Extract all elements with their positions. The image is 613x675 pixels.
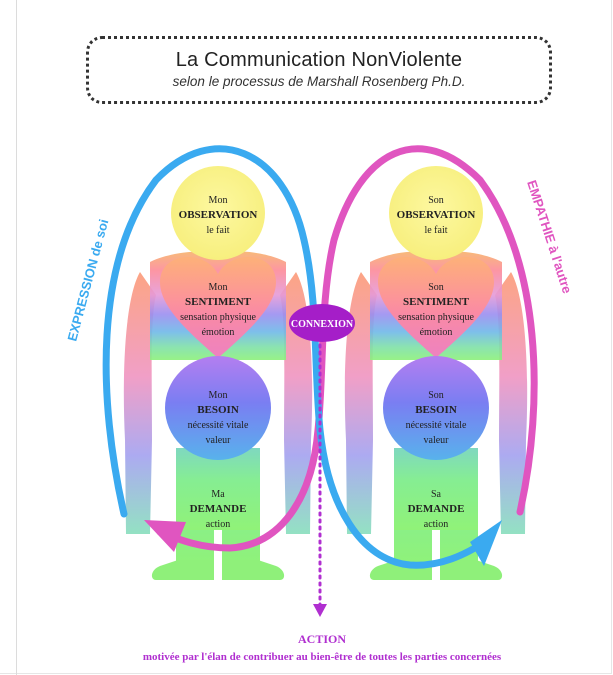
right-demande-prefix: Sa — [431, 489, 442, 500]
left-person-left-arm — [123, 272, 156, 534]
left-person — [123, 166, 313, 580]
right-sentiment-desc2: émotion — [420, 327, 453, 338]
left-besoin-desc2: valeur — [206, 435, 232, 446]
empathie-arrowhead — [144, 520, 186, 552]
left-sentiment-desc2: émotion — [202, 327, 235, 338]
title-box: La Communication NonViolente selon le pr… — [86, 36, 552, 104]
right-person-labels: Son OBSERVATION le fait Son SENTIMENT se… — [397, 195, 476, 530]
right-besoin-desc2: valeur — [424, 435, 450, 446]
right-person-head — [389, 166, 483, 260]
right-demande-desc: action — [424, 519, 448, 530]
right-observation-prefix: Son — [428, 195, 444, 206]
expression-loop — [102, 145, 492, 569]
right-observation-title: OBSERVATION — [397, 209, 476, 221]
right-observation-desc: le fait — [424, 225, 447, 236]
right-person-besoin — [383, 356, 489, 460]
right-person-left-arm — [344, 272, 377, 534]
right-person-foot-right — [440, 560, 503, 580]
left-observation-desc: le fait — [206, 225, 229, 236]
left-person-heart — [160, 257, 276, 358]
left-besoin-title: BESOIN — [197, 404, 239, 416]
empathie-loop — [156, 145, 538, 552]
right-besoin-prefix: Son — [428, 390, 444, 401]
right-demande-title: DEMANDE — [408, 503, 465, 515]
left-besoin-desc1: nécessité vitale — [188, 420, 249, 431]
left-besoin-prefix: Mon — [209, 390, 228, 401]
left-person-besoin — [165, 356, 271, 460]
right-besoin-desc1: nécessité vitale — [406, 420, 467, 431]
action-caption: motivée par l'élan de contribuer au bien… — [143, 651, 502, 663]
connexion-oval — [289, 304, 355, 342]
action-title: ACTION — [298, 632, 346, 646]
left-observation-title: OBSERVATION — [179, 209, 258, 221]
left-demande-desc: action — [206, 519, 230, 530]
right-besoin-title: BESOIN — [415, 404, 457, 416]
left-sentiment-desc1: sensation physique — [180, 312, 256, 323]
left-sentiment-prefix: Mon — [209, 282, 228, 293]
left-person-hips — [176, 448, 260, 530]
right-sentiment-prefix: Son — [428, 282, 444, 293]
subtitle: selon le processus de Marshall Rosenberg… — [172, 74, 466, 89]
left-border — [16, 0, 17, 675]
left-demande-prefix: Ma — [211, 489, 225, 500]
right-person-heart — [378, 257, 494, 358]
title: La Communication NonViolente — [175, 49, 463, 71]
right-person — [344, 166, 528, 580]
left-observation-prefix: Mon — [209, 195, 228, 206]
left-person-foot-left — [151, 560, 214, 580]
right-person-right-arm — [495, 272, 528, 534]
action-arrowhead — [313, 604, 327, 617]
left-person-foot-right — [222, 560, 285, 580]
left-person-labels: Mon OBSERVATION le fait Mon SENTIMENT se… — [179, 195, 258, 530]
right-sentiment-desc1: sensation physique — [398, 312, 474, 323]
expression-arrowhead — [470, 520, 502, 566]
right-sentiment-title: SENTIMENT — [403, 296, 470, 308]
empathie-label: EMPATHIE à l'autre — [524, 178, 575, 295]
connexion-label: CONNEXION — [291, 319, 354, 330]
right-person-hips — [394, 448, 478, 530]
left-sentiment-title: SENTIMENT — [185, 296, 252, 308]
left-person-head — [171, 166, 265, 260]
left-demande-title: DEMANDE — [190, 503, 247, 515]
